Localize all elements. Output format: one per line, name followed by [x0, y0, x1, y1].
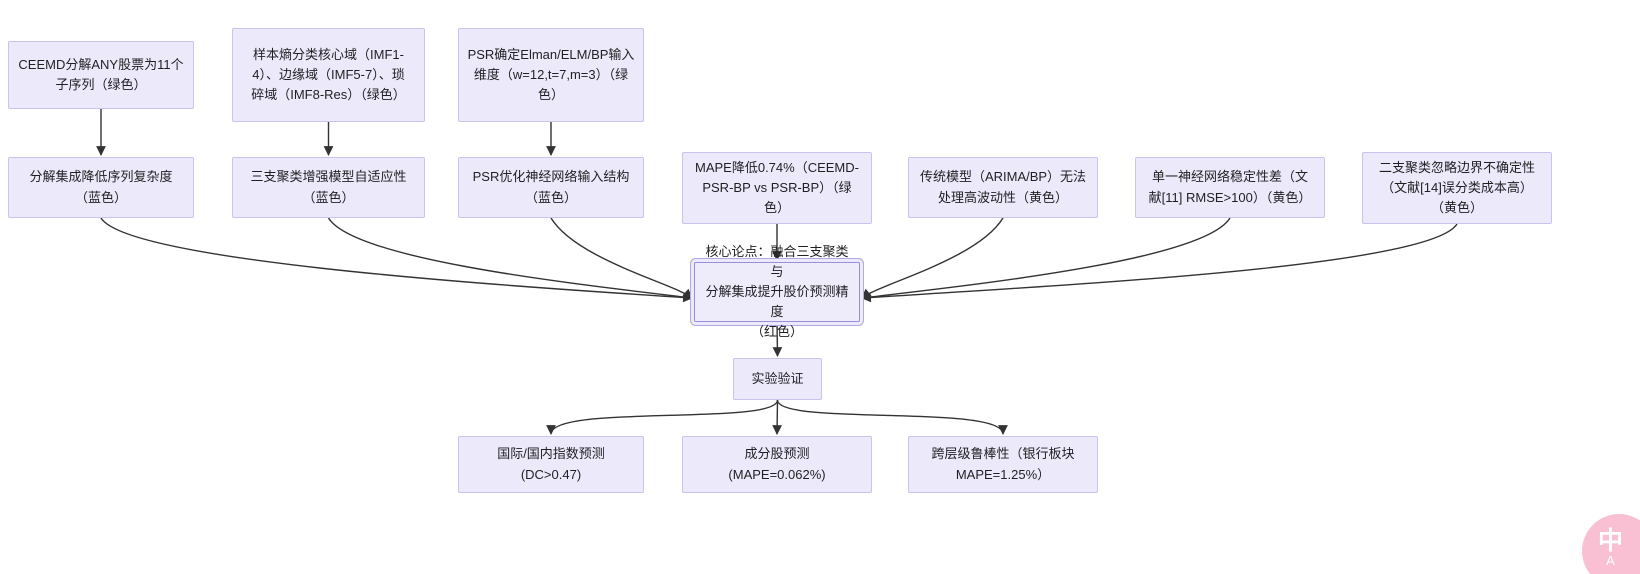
node-label: 二支聚类忽略边界不确定性 （文献[14]误分类成本高） （黄色） [1378, 159, 1535, 216]
node-label: 实验验证 [751, 370, 804, 386]
node-label: CEEMD分解ANY股票为11个 子序列（绿色） [18, 56, 184, 92]
node-traditional-model-limitation[interactable]: 传统模型（ARIMA/BP）无法 处理高波动性（黄色） [908, 157, 1098, 218]
node-experiment-verification[interactable]: 实验验证 [733, 358, 822, 400]
node-ceemd-decompose[interactable]: CEEMD分解ANY股票为11个 子序列（绿色） [8, 41, 194, 109]
edge-experiment-to-stock [772, 399, 783, 435]
node-label: 成分股预测 (MAPE=0.062%) [728, 446, 826, 482]
node-label: 样本熵分类核心域（IMF1- 4）、边缘域（IMF5-7）、琐 碎域（IMF8-… [251, 46, 406, 103]
node-constituent-stock-forecast[interactable]: 成分股预测 (MAPE=0.062%) [682, 436, 872, 493]
edge-twoway-to-core [861, 223, 1458, 303]
node-label: 分解集成降低序列复杂度 （蓝色） [29, 169, 173, 205]
edge-structure-to-core [550, 217, 693, 299]
node-label: 三支聚类增强模型自适应性 （蓝色） [250, 169, 407, 205]
edge-singlenn-to-core [861, 217, 1231, 302]
watermark-badge: 中 A [1582, 514, 1640, 574]
node-index-forecast[interactable]: 国际/国内指数预测 (DC>0.47) [458, 436, 644, 493]
node-core-thesis[interactable]: 核心论点：融合三支聚类与 分解集成提升股价预测精度 （红色） [694, 244, 860, 339]
node-label: 国际/国内指数预测 (DC>0.47) [497, 446, 605, 482]
node-reduce-sequence-complexity[interactable]: 分解集成降低序列复杂度 （蓝色） [8, 157, 194, 218]
node-label: 单一神经网络稳定性差（文 献[11] RMSE>100）（黄色） [1148, 169, 1312, 205]
edge-experiment-to-robust [776, 399, 1008, 435]
edge-adaptivity-to-core [327, 217, 693, 302]
node-label: PSR优化神经网络输入结构 （蓝色） [472, 169, 630, 205]
edge-experiment-to-index [546, 399, 779, 435]
node-single-network-instability[interactable]: 单一神经网络稳定性差（文 献[11] RMSE>100）（黄色） [1135, 157, 1325, 218]
node-label: 核心论点：融合三支聚类与 分解集成提升股价预测精度 （红色） [705, 243, 849, 340]
node-label: PSR确定Elman/ELM/BP输入 维度（w=12,t=7,m=3）（绿 色… [467, 46, 635, 103]
node-label: MAPE降低0.74%（CEEMD- PSR-BP vs PSR-BP）（绿 色… [695, 159, 859, 216]
node-label: 跨层级鲁棒性（银行板块 MAPE=1.25%） [931, 446, 1075, 482]
edge-traditional-to-core [861, 217, 1004, 299]
node-three-way-clustering-adaptivity[interactable]: 三支聚类增强模型自适应性 （蓝色） [232, 157, 425, 218]
watermark-glyph: 中 A [1597, 527, 1623, 568]
node-psr-input-dimension[interactable]: PSR确定Elman/ELM/BP输入 维度（w=12,t=7,m=3）（绿 色… [458, 28, 644, 122]
node-mape-reduction[interactable]: MAPE降低0.74%（CEEMD- PSR-BP vs PSR-BP）（绿 色… [682, 152, 872, 224]
node-label: 传统模型（ARIMA/BP）无法 处理高波动性（黄色） [919, 169, 1087, 205]
node-two-way-clustering-boundary[interactable]: 二支聚类忽略边界不确定性 （文献[14]误分类成本高） （黄色） [1362, 152, 1552, 224]
node-psr-optimize-network-structure[interactable]: PSR优化神经网络输入结构 （蓝色） [458, 157, 644, 218]
node-sample-entropy-classify[interactable]: 样本熵分类核心域（IMF1- 4）、边缘域（IMF5-7）、琐 碎域（IMF8-… [232, 28, 425, 122]
node-cross-level-robustness[interactable]: 跨层级鲁棒性（银行板块 MAPE=1.25%） [908, 436, 1098, 493]
edge-complexity-to-core [100, 217, 693, 303]
